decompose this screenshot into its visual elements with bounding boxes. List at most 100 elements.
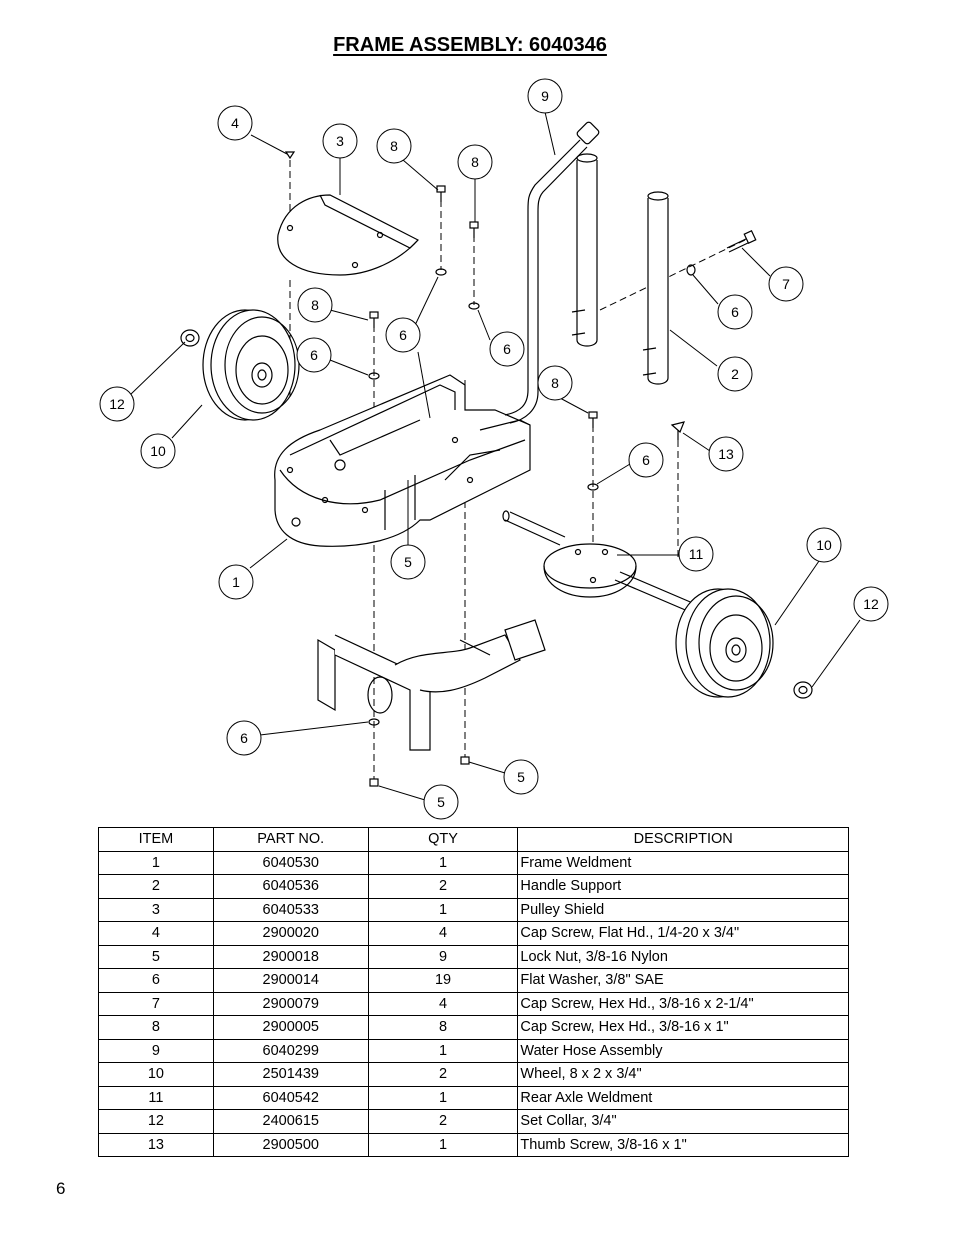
svg-text:6: 6 <box>240 730 248 746</box>
part-number-cell: 2900079 <box>212 991 369 1016</box>
description-cell: Wheel, 8 x 2 x 3/4" <box>517 1062 849 1087</box>
svg-text:5: 5 <box>517 769 525 785</box>
callout: 6 <box>628 442 664 478</box>
qty-cell: 2 <box>367 874 519 899</box>
qty-cell: 1 <box>367 1038 519 1063</box>
svg-text:11: 11 <box>689 546 704 562</box>
callout: 6 <box>717 294 753 330</box>
description-cell: Cap Screw, Flat Hd., 1/4-20 x 3/4" <box>517 921 849 946</box>
svg-text:5: 5 <box>437 794 445 810</box>
part-number-cell: 2900005 <box>212 1015 369 1040</box>
part-number-cell: 2501439 <box>212 1062 369 1087</box>
water-hose <box>504 121 600 424</box>
column-header: DESCRIPTION <box>517 827 849 852</box>
part-number-cell: 2900500 <box>212 1132 369 1157</box>
part-number-cell: 6040530 <box>212 850 369 875</box>
item-cell: 6 <box>98 968 214 993</box>
item-cell: 1 <box>98 850 214 875</box>
qty-cell: 1 <box>367 850 519 875</box>
callout: 12 <box>853 586 889 622</box>
svg-text:8: 8 <box>471 154 479 170</box>
part-number-cell: 6040542 <box>212 1085 369 1110</box>
callout: 5 <box>503 759 539 795</box>
callout: 7 <box>768 266 804 302</box>
callout: 5 <box>423 784 459 820</box>
svg-text:4: 4 <box>231 115 239 131</box>
svg-text:8: 8 <box>390 138 398 154</box>
page-title: FRAME ASSEMBLY: 6040346 <box>333 34 607 56</box>
item-cell: 9 <box>98 1038 214 1063</box>
svg-text:3: 3 <box>336 133 344 149</box>
description-cell: Thumb Screw, 3/8-16 x 1" <box>517 1132 849 1157</box>
svg-text:5: 5 <box>404 554 412 570</box>
svg-text:6: 6 <box>399 327 407 343</box>
column-header: ITEM <box>98 827 214 852</box>
item-cell: 13 <box>98 1132 214 1157</box>
svg-text:8: 8 <box>551 375 559 391</box>
callout: 13 <box>708 436 744 472</box>
callout: 12 <box>99 386 135 422</box>
svg-text:12: 12 <box>109 396 125 412</box>
qty-cell: 4 <box>367 991 519 1016</box>
callout: 1 <box>218 564 254 600</box>
description-cell: Set Collar, 3/4" <box>517 1109 849 1134</box>
callout: 11 <box>678 536 714 572</box>
part-number-cell: 6040299 <box>212 1038 369 1063</box>
column-header: PART NO. <box>212 827 369 852</box>
item-cell: 5 <box>98 944 214 969</box>
description-cell: Cap Screw, Hex Hd., 3/8-16 x 1" <box>517 1015 849 1040</box>
callout: 10 <box>806 527 842 563</box>
svg-text:10: 10 <box>816 537 832 553</box>
exploded-view-diagram: 9 4 3 8 8 7 6 8 6 6 2 6 8 12 10 13 6 11 … <box>99 78 889 820</box>
svg-text:6: 6 <box>310 347 318 363</box>
qty-cell: 4 <box>367 921 519 946</box>
part-number-cell: 2900014 <box>212 968 369 993</box>
callout: 3 <box>322 123 358 159</box>
pulley-shield <box>277 194 419 276</box>
left-wheel <box>202 309 300 421</box>
svg-text:6: 6 <box>731 304 739 320</box>
description-cell: Water Hose Assembly <box>517 1038 849 1063</box>
callout: 6 <box>226 720 262 756</box>
svg-text:10: 10 <box>150 443 166 459</box>
svg-text:8: 8 <box>311 297 319 313</box>
part-number-cell: 6040536 <box>212 874 369 899</box>
svg-text:9: 9 <box>541 88 549 104</box>
callout: 8 <box>376 128 412 164</box>
right-wheel <box>675 588 774 698</box>
description-cell: Flat Washer, 3/8" SAE <box>517 968 849 993</box>
callout: 6 <box>296 337 332 373</box>
page-number: 6 <box>56 1179 66 1198</box>
description-cell: Rear Axle Weldment <box>517 1085 849 1110</box>
callout: 5 <box>390 544 426 580</box>
qty-cell: 2 <box>367 1109 519 1134</box>
description-cell: Pulley Shield <box>517 897 849 922</box>
callout: 6 <box>385 317 421 353</box>
description-cell: Frame Weldment <box>517 850 849 875</box>
qty-cell: 9 <box>367 944 519 969</box>
handle-support <box>571 153 669 385</box>
part-number-cell: 6040533 <box>212 897 369 922</box>
description-cell: Cap Screw, Hex Hd., 3/8-16 x 2-1/4" <box>517 991 849 1016</box>
qty-cell: 8 <box>367 1015 519 1040</box>
item-cell: 7 <box>98 991 214 1016</box>
callout: 4 <box>217 105 253 141</box>
item-cell: 2 <box>98 874 214 899</box>
qty-cell: 2 <box>367 1062 519 1087</box>
column-header: QTY <box>367 827 519 852</box>
callout: 6 <box>489 331 525 367</box>
description-cell: Handle Support <box>517 874 849 899</box>
